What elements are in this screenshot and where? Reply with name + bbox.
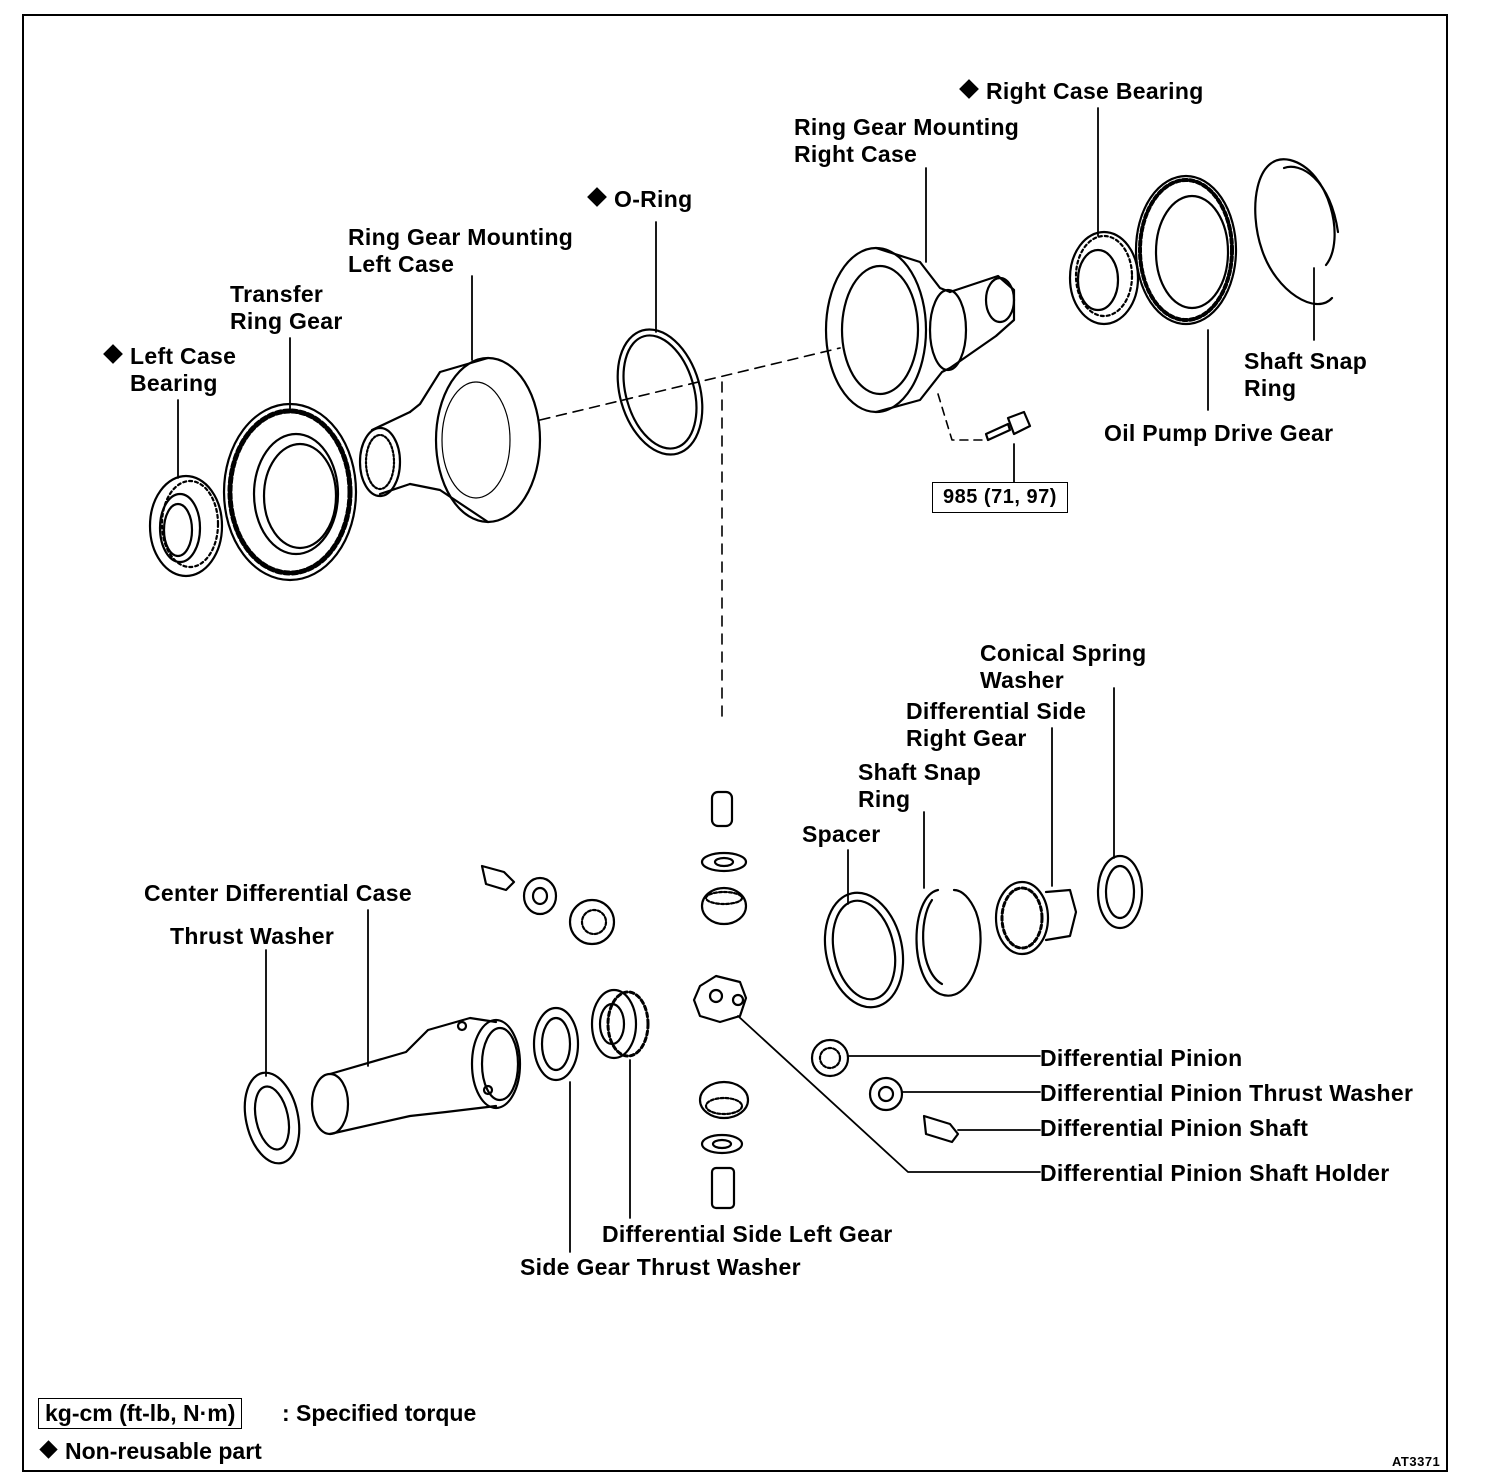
label-differential-pinion-shaft-holder: Differential Pinion Shaft Holder	[1040, 1160, 1390, 1186]
label-oil-pump-drive-gear: Oil Pump Drive Gear	[1104, 420, 1334, 446]
transfer-ring-gear	[222, 402, 358, 582]
non-reusable-diamond-icon	[39, 1440, 58, 1459]
label-differential-pinion-thrust-washer: Differential Pinion Thrust Washer	[1040, 1080, 1414, 1106]
non-reusable-diamond-icon	[959, 79, 979, 99]
differential-pinion-shaft-holder	[692, 974, 748, 1024]
label-thrust-washer: Thrust Washer	[170, 923, 335, 949]
left-pinion-stack	[480, 864, 616, 946]
bolt	[984, 410, 1032, 442]
label-differential-pinion: Differential Pinion	[1040, 1045, 1243, 1071]
label-spacer: Spacer	[802, 821, 881, 847]
spacer	[823, 891, 905, 1009]
center-differential-case	[310, 1016, 522, 1136]
ring-gear-mounting-left-case	[358, 356, 542, 524]
diagram-frame	[22, 14, 1448, 1472]
oil-pump-drive-gear	[1134, 174, 1238, 326]
label-side-gear-thrust-washer: Side Gear Thrust Washer	[520, 1254, 801, 1280]
differential-side-left-gear	[590, 988, 650, 1060]
torque-spec-box: 985 (71, 97)	[932, 482, 1068, 513]
right-case-bearing	[1068, 230, 1140, 326]
conical-spring-washer	[1096, 854, 1144, 930]
label-center-differential-case: Center Differential Case	[144, 880, 412, 906]
figure-code: AT3371	[1392, 1454, 1441, 1469]
non-reusable-diamond-icon	[587, 187, 607, 207]
label-o-ring: O-Ring	[587, 186, 692, 213]
bottom-pinion-stack	[698, 1080, 750, 1210]
thrust-washer	[243, 1071, 301, 1165]
leader-lines	[177, 107, 1315, 1253]
label-right-case-bearing: Right Case Bearing	[959, 78, 1204, 105]
label-differential-side-left-gear: Differential Side Left Gear	[602, 1221, 893, 1247]
shaft-snap-ring-mid	[915, 888, 982, 997]
legend-torque-unit-box: kg-cm (ft-lb, N·m)	[38, 1398, 243, 1429]
differential-pinion-parts	[810, 1038, 960, 1144]
top-pinion-stack	[700, 790, 748, 926]
label-differential-pinion-shaft: Differential Pinion Shaft	[1040, 1115, 1309, 1141]
differential-side-right-gear	[994, 880, 1078, 956]
ring-gear-mounting-right-case	[824, 246, 1016, 414]
legend-torque-desc: : Specified torque	[282, 1400, 477, 1426]
shaft-snap-ring-top	[1254, 158, 1340, 305]
non-reusable-diamond-icon	[103, 344, 123, 364]
left-case-bearing	[148, 474, 224, 578]
legend-non-reusable: Non-reusable part	[39, 1438, 262, 1465]
side-gear-thrust-washer	[532, 1006, 580, 1082]
